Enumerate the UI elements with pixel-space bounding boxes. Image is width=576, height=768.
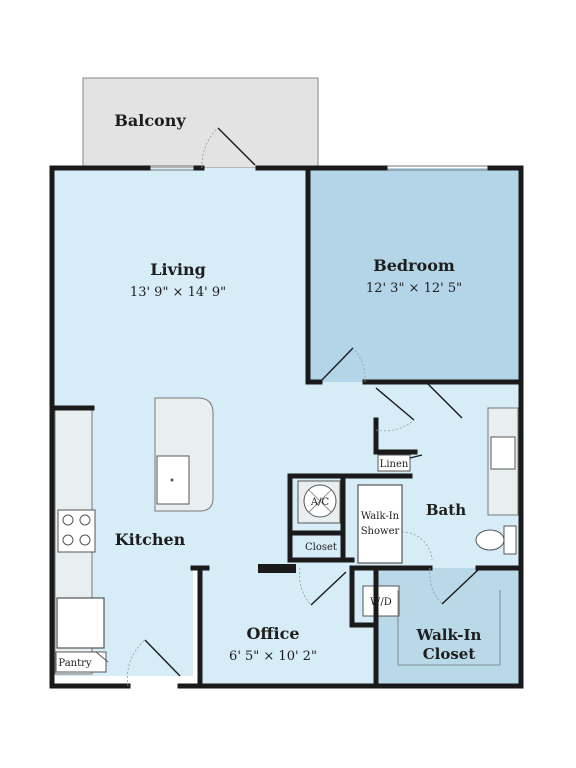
ac-label: A/C xyxy=(310,497,330,508)
walk-in-closet-area xyxy=(376,568,520,685)
walk-in-closet-label-2: Closet xyxy=(423,645,476,663)
vanity-sink xyxy=(490,436,516,470)
living-label: Living xyxy=(150,260,206,279)
burner-3 xyxy=(62,534,74,546)
office-label: Office xyxy=(246,624,299,643)
shower-label-1: Walk-In xyxy=(361,511,400,522)
living-kitchen-area xyxy=(52,168,520,685)
closet-shelf xyxy=(397,590,501,666)
bedroom-label: Bedroom xyxy=(373,256,455,275)
balcony-label: Balcony xyxy=(114,111,186,130)
bedroom-area xyxy=(308,168,520,382)
fridge xyxy=(56,597,105,649)
walk-in-closet-label-1: Walk-In xyxy=(416,626,482,644)
toilet-tank xyxy=(503,525,517,555)
bath-label: Bath xyxy=(426,501,466,519)
pantry-door xyxy=(95,651,109,663)
living-dimensions: 13' 9" × 14' 9" xyxy=(130,285,226,300)
cooktop xyxy=(57,509,96,553)
toilet-bowl xyxy=(475,529,505,551)
balcony-area xyxy=(82,77,319,169)
windows xyxy=(148,165,490,171)
kitchen-label: Kitchen xyxy=(115,530,186,549)
shower-stall xyxy=(357,484,403,564)
pantry-label: Pantry xyxy=(58,658,91,669)
wd-label: W/D xyxy=(370,597,392,608)
doors xyxy=(127,127,479,687)
pantry-box xyxy=(55,651,107,673)
burner-4 xyxy=(79,534,91,546)
ac-cross-2 xyxy=(308,489,332,513)
washer-dryer-box xyxy=(362,585,400,617)
linen-label: Linen xyxy=(380,459,409,470)
office-dimensions: 6' 5" × 10' 2" xyxy=(229,649,317,664)
walls xyxy=(49,165,524,689)
sink-drain xyxy=(170,478,174,482)
linen-box xyxy=(377,454,411,472)
burner-1 xyxy=(62,514,74,526)
shower-label-2: Shower xyxy=(361,526,400,537)
office-pillar xyxy=(258,564,296,573)
bedroom-dimensions: 12' 3" × 12' 5" xyxy=(366,281,462,296)
burner-2 xyxy=(79,514,91,526)
closet-label: Closet xyxy=(305,542,337,553)
